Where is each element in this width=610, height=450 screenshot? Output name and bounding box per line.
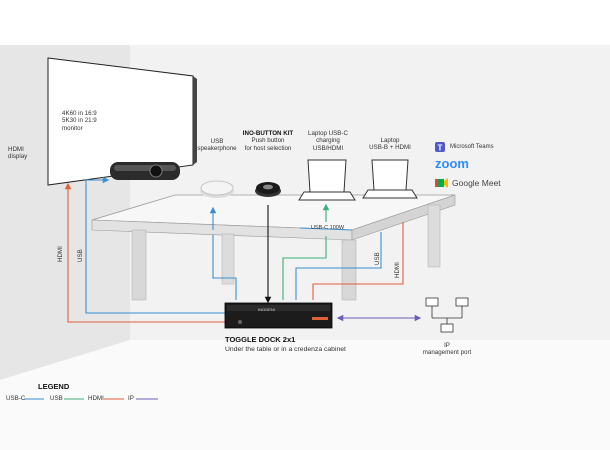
svg-text:T: T [438,144,443,153]
connection-lines [64,176,422,323]
google-meet-icon [435,178,448,188]
hdmi-display-label: HDMI display [8,146,28,161]
legend-usbc: USB-C [6,395,26,402]
camera-bar [110,162,180,180]
network-icon [425,297,469,333]
monitor-note: 4K60 in 16:9 5K30 in 21:9 monitor [62,110,97,132]
right-hdmi-label: HDMI [394,262,401,278]
dock-brand: INOGENI [258,307,275,312]
right-usb-label: USB [374,252,381,265]
speakerphone [200,180,234,198]
laptop-usbc [298,159,356,201]
wall-hdmi-label: HDMI [57,246,64,262]
dock-title: TOGGLE DOCK 2x1 [225,335,296,344]
button-kit-label: INO-BUTTON KIT Push button for host sele… [242,130,294,152]
laptop-usbb [362,159,418,199]
microsoft-teams-label: Microsoft Teams [450,144,494,150]
monitor [47,57,197,186]
usbc-100w-label: USB-C 100W [311,225,345,231]
wall-usb-label: USB [77,249,84,262]
conference-table [91,194,456,301]
zoom-logo: zoom [435,156,469,171]
laptop-usbb-label: Laptop USB-B + HDMI [369,137,411,152]
usbc-100w-line [299,227,353,231]
ip-port-label: IP management port [422,342,472,357]
dock-subtitle: Under the table or in a credenza cabinet [225,346,346,353]
google-meet-label: Google Meet [452,178,501,188]
usb-speakerphone-label: USB speakerphone [197,138,237,153]
legend-hdmi: HDMI [88,395,104,402]
legend-title: LEGEND [38,382,70,391]
legend-ip: IP [128,395,134,402]
push-button-device [255,182,281,197]
legend-usb: USB [50,395,63,402]
laptop-usbc-label: Laptop USB-C charging USB/HDMI [308,130,348,152]
microsoft-teams-icon: T [435,142,445,153]
toggle-dock [224,302,333,329]
